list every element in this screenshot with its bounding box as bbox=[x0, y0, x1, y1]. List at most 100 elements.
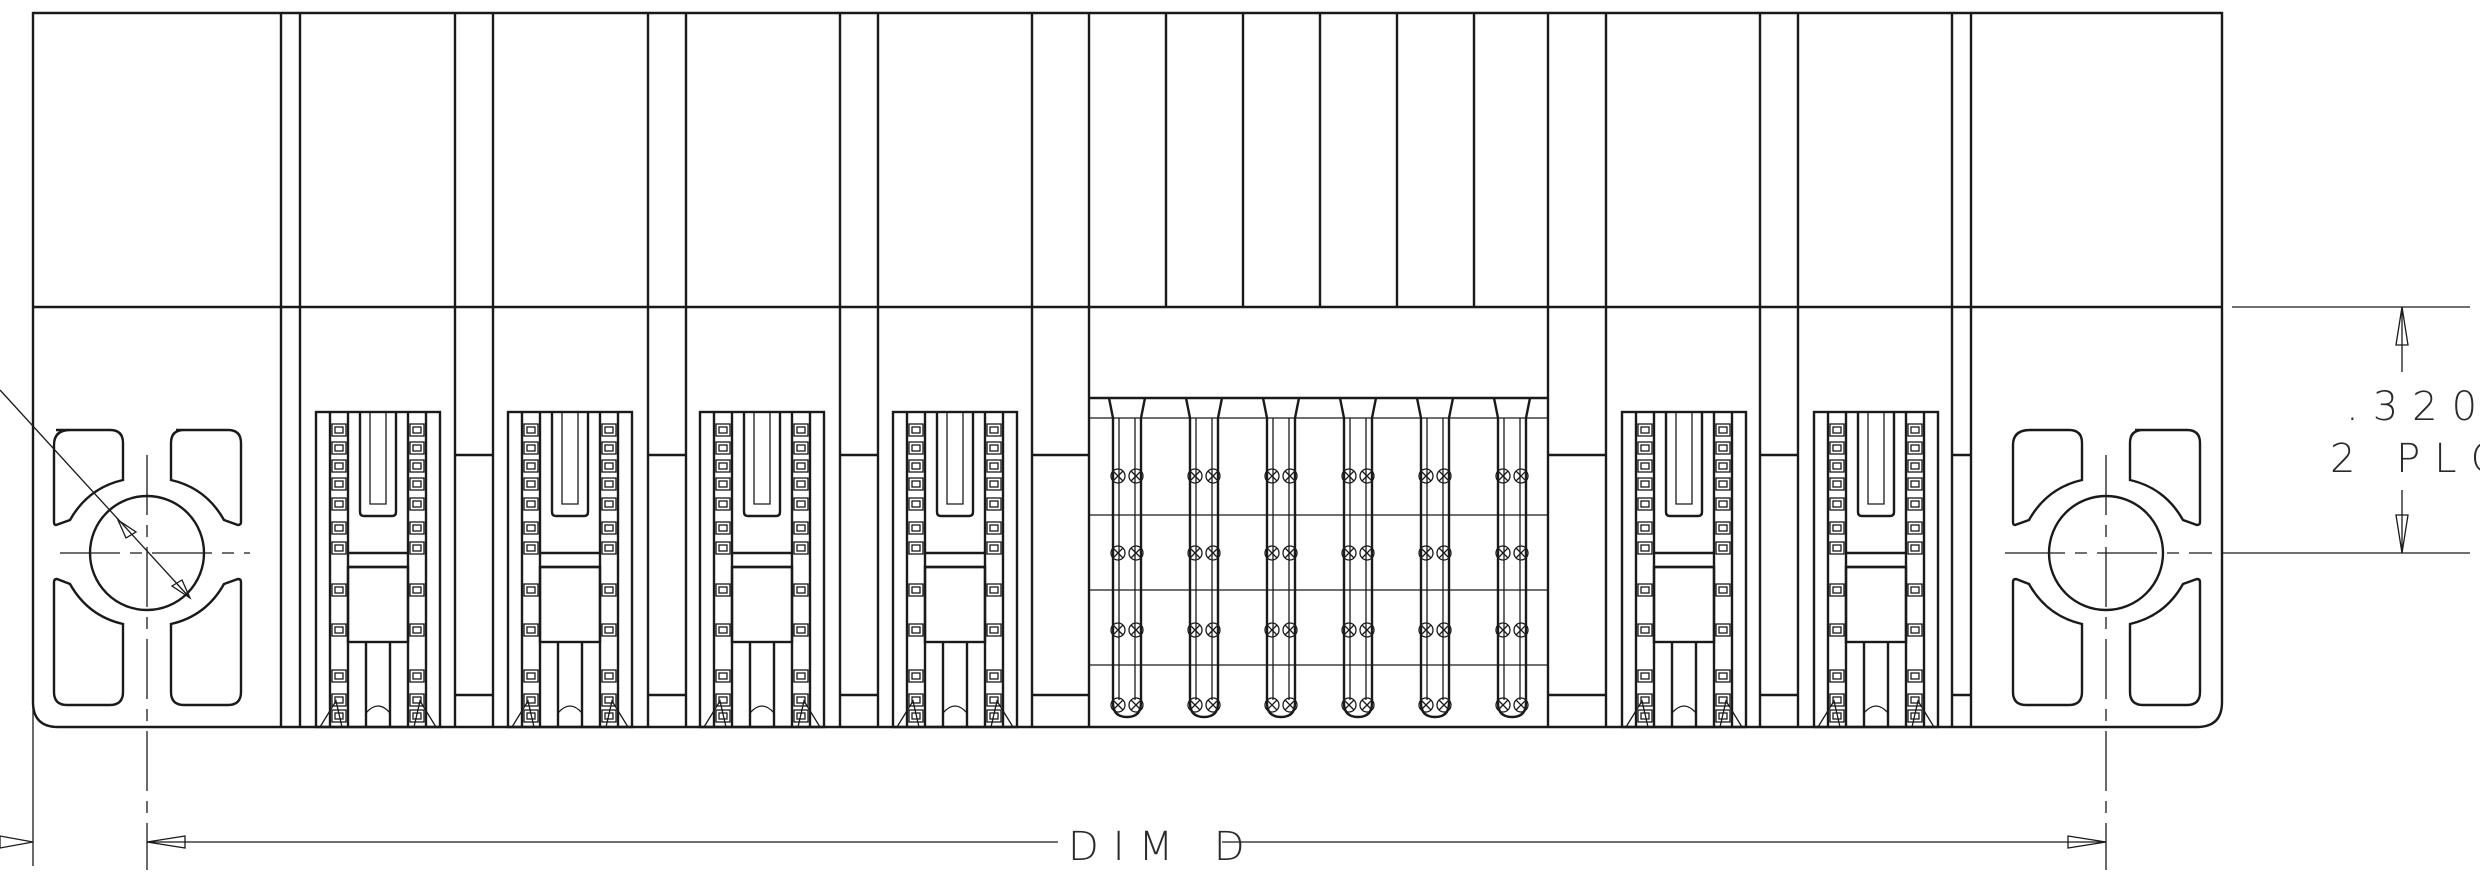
contact-pad bbox=[331, 583, 347, 597]
contact-pad bbox=[908, 623, 924, 637]
contact-pad bbox=[793, 441, 809, 455]
contact-pad-inner bbox=[334, 462, 344, 470]
contact-pad bbox=[1907, 423, 1923, 437]
contact-pad bbox=[715, 709, 731, 723]
contact-pad bbox=[1637, 497, 1653, 511]
contact-pad bbox=[523, 693, 539, 707]
pin-hole bbox=[1264, 697, 1280, 713]
contact-pad-inner bbox=[334, 544, 344, 552]
contact-pad-inner bbox=[911, 480, 921, 488]
module-frame bbox=[506, 410, 634, 729]
contact-module bbox=[1620, 410, 1748, 729]
contact-pad bbox=[1637, 541, 1653, 555]
contact-pad bbox=[1907, 441, 1923, 455]
contact-pad bbox=[331, 423, 347, 437]
height-qualifier-label: 2 PLC bbox=[2330, 436, 2480, 482]
contact-module bbox=[506, 410, 634, 729]
pin-strip-body bbox=[1107, 397, 1147, 719]
pin-hole bbox=[1187, 468, 1203, 484]
contact-pad bbox=[1829, 623, 1845, 637]
pin-hole-cross bbox=[1420, 470, 1450, 482]
contact-pad-inner bbox=[989, 524, 999, 532]
pin-hole bbox=[1187, 545, 1203, 561]
contact-pad-inner bbox=[796, 544, 806, 552]
contact-pad-inner bbox=[1910, 696, 1920, 704]
contact-pad-inner bbox=[989, 626, 999, 634]
contact-pad bbox=[986, 669, 1002, 683]
contact-pad bbox=[1907, 709, 1923, 723]
contact-pad bbox=[523, 459, 539, 473]
contact-pad bbox=[523, 497, 539, 511]
contact-pad-inner bbox=[1640, 672, 1650, 680]
pin-hole bbox=[1341, 545, 1357, 561]
contact-pad bbox=[601, 709, 617, 723]
module-frame bbox=[314, 410, 442, 729]
contact-pad bbox=[1637, 623, 1653, 637]
contact-pad bbox=[523, 423, 539, 437]
contact-pad bbox=[1637, 459, 1653, 473]
contact-pad-inner bbox=[1640, 480, 1650, 488]
contact-pad bbox=[409, 541, 425, 555]
contact-pad-inner bbox=[1640, 696, 1650, 704]
contact-pad-inner bbox=[526, 426, 536, 434]
contact-pad bbox=[793, 521, 809, 535]
contact-pad-inner bbox=[526, 480, 536, 488]
contact-pad bbox=[1715, 693, 1731, 707]
pin-strip bbox=[1415, 397, 1455, 719]
module-center-block bbox=[923, 565, 987, 644]
pin-hole-cross bbox=[1189, 547, 1219, 559]
contact-pad bbox=[1829, 423, 1845, 437]
contact-pad bbox=[793, 583, 809, 597]
contact-pad bbox=[523, 583, 539, 597]
contact-pad bbox=[409, 669, 425, 683]
contact-pad-inner bbox=[412, 444, 422, 452]
module-slot-inner bbox=[753, 412, 771, 505]
module-slot bbox=[550, 412, 590, 518]
contact-pad bbox=[1907, 693, 1923, 707]
contact-pad bbox=[793, 541, 809, 555]
contact-pad-inner bbox=[796, 586, 806, 594]
contact-pad bbox=[1715, 423, 1731, 437]
module-dividers bbox=[279, 13, 1973, 727]
contact-pad bbox=[1637, 521, 1653, 535]
pin-hole bbox=[1110, 468, 1126, 484]
contact-pad bbox=[1829, 497, 1845, 511]
pin-hole bbox=[1187, 622, 1203, 638]
contact-pad-inner bbox=[911, 500, 921, 508]
contact-pad bbox=[1829, 709, 1845, 723]
contact-pad bbox=[793, 709, 809, 723]
contact-pad bbox=[715, 623, 731, 637]
contact-pad bbox=[908, 497, 924, 511]
pin-hole-cross bbox=[1420, 547, 1450, 559]
pin-hole bbox=[1495, 697, 1511, 713]
pin-hole bbox=[1264, 545, 1280, 561]
contact-pad bbox=[409, 459, 425, 473]
pin-hole bbox=[1418, 697, 1434, 713]
contact-pad bbox=[986, 693, 1002, 707]
module-center-block bbox=[1844, 565, 1908, 644]
pin-hole bbox=[1205, 545, 1221, 561]
contact-pad bbox=[523, 669, 539, 683]
contact-pad bbox=[601, 693, 617, 707]
contact-pad-inner bbox=[911, 426, 921, 434]
pin-hole bbox=[1513, 697, 1529, 713]
module-notch bbox=[319, 699, 343, 728]
contact-pad-inner bbox=[911, 444, 921, 452]
contact-pad-inner bbox=[526, 544, 536, 552]
contact-pad bbox=[1907, 497, 1923, 511]
contact-pad bbox=[331, 459, 347, 473]
contact-pad bbox=[986, 497, 1002, 511]
contact-pad-inner bbox=[989, 462, 999, 470]
module-notch bbox=[511, 699, 535, 728]
pin-hole bbox=[1495, 622, 1511, 638]
contact-pad-inner bbox=[718, 444, 728, 452]
contact-pad-inner bbox=[604, 544, 614, 552]
contact-pad-inner bbox=[1832, 426, 1842, 434]
contact-pad-inner bbox=[1832, 626, 1842, 634]
pin-hole-cross bbox=[1497, 470, 1527, 482]
module-notch bbox=[1719, 699, 1743, 728]
contact-pad-inner bbox=[412, 626, 422, 634]
contact-pad bbox=[715, 459, 731, 473]
contact-pad-inner bbox=[911, 672, 921, 680]
module-bottom-arc bbox=[942, 705, 968, 714]
